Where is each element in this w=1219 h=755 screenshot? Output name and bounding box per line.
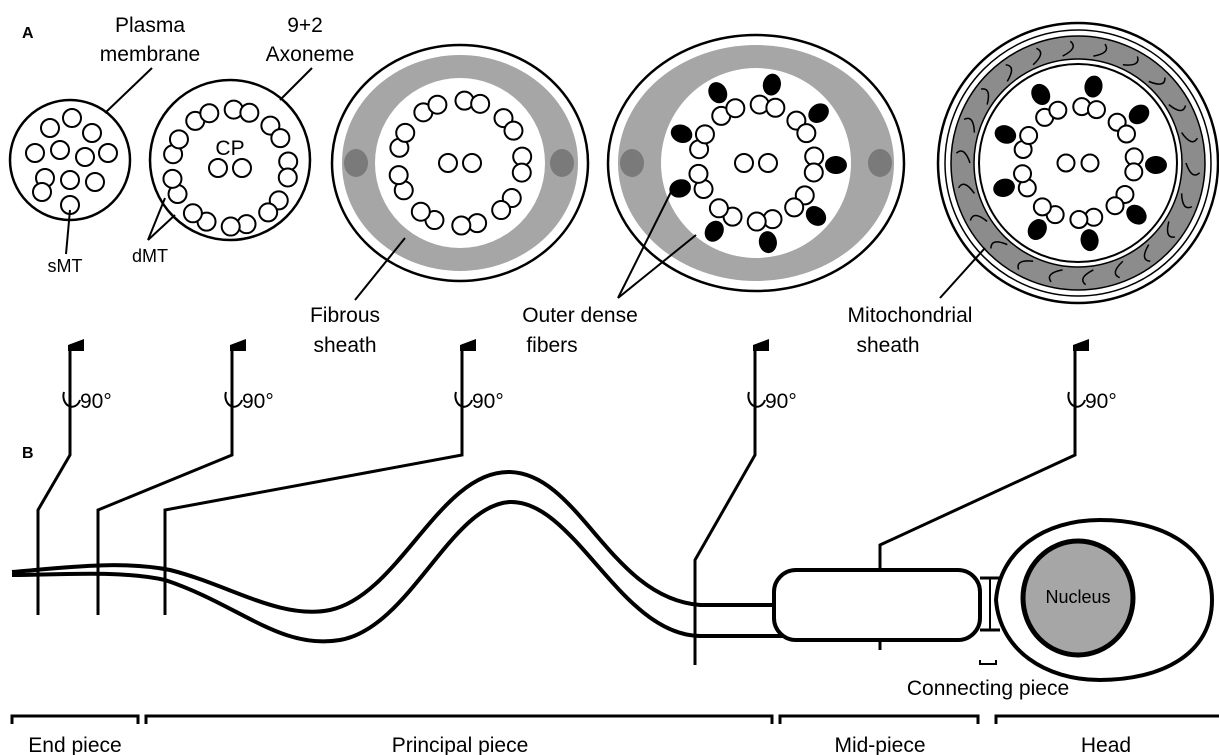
label-fibrous-sheath-line2: sheath	[313, 334, 376, 357]
microtubule	[83, 124, 101, 142]
longitudinal-column-left	[620, 149, 644, 177]
mid-piece-body	[774, 570, 1000, 640]
rotation-label-3: 90°	[472, 390, 504, 413]
segment-principal-piece: Principal piece	[392, 734, 529, 755]
rotation-label-2: 90°	[242, 390, 274, 413]
doublet-microtubule-b	[1118, 125, 1135, 142]
doublet-microtubule-b	[390, 166, 408, 184]
label-outer-dense-fibers-line1: Outer dense	[522, 304, 638, 327]
central-pair-microtubule	[233, 159, 251, 177]
connecting-piece-bracket	[980, 660, 996, 664]
microtubule	[33, 183, 51, 201]
label-axoneme-line1: 9+2	[287, 14, 323, 37]
label-mitochondrial-sheath-line1: Mitochondrial	[848, 304, 973, 327]
label-outer-dense-fibers-line2: fibers	[526, 334, 577, 357]
label-dmt: dMT	[132, 246, 168, 266]
central-pair-microtubule	[439, 154, 457, 172]
doublet-microtubule-b	[1107, 197, 1124, 214]
doublet-microtubule-b	[1070, 211, 1087, 228]
doublet-microtubule-b	[412, 203, 430, 221]
doublet-microtubule-b	[1049, 102, 1066, 119]
segment-brackets	[12, 716, 1219, 724]
microtubule	[76, 148, 94, 166]
doublet-microtubule-b	[163, 170, 181, 188]
doublet-microtubule-b	[710, 199, 728, 217]
doublet-microtubule-b	[785, 198, 803, 216]
cross-section-end-piece	[10, 100, 130, 220]
doublet-microtubule-b	[797, 124, 815, 142]
longitudinal-column-right	[550, 149, 574, 177]
central-pair-microtubule	[735, 154, 753, 172]
doublet-microtubule-b	[766, 99, 784, 117]
doublet-microtubule-b	[504, 122, 522, 140]
doublet-microtubule-b	[396, 124, 414, 142]
microtubule	[86, 173, 104, 191]
label-cp: CP	[215, 137, 244, 160]
doublet-microtubule-b	[200, 104, 218, 122]
rotation-label-5: 90°	[1085, 390, 1117, 413]
label-connecting-piece: Connecting piece	[907, 677, 1069, 700]
microtubule	[61, 171, 79, 189]
doublet-microtubule-b	[492, 201, 510, 219]
panel-label-b: B	[22, 445, 34, 462]
doublet-microtubule-b	[428, 96, 446, 114]
panel-label-a: A	[22, 25, 34, 42]
label-axoneme-line2: Axoneme	[266, 43, 355, 66]
segment-end-piece: End piece	[28, 734, 121, 755]
doublet-microtubule-b	[726, 99, 744, 117]
doublet-microtubule-b	[271, 129, 289, 147]
doublet-microtubule-b	[222, 218, 240, 236]
central-pair-microtubule	[209, 159, 227, 177]
doublet-microtubule-b	[513, 164, 531, 182]
doublet-microtubule-b	[279, 168, 297, 186]
doublet-microtubule-b	[1034, 198, 1051, 215]
label-smt: sMT	[48, 256, 83, 276]
doublet-microtubule-b	[471, 95, 489, 113]
rotation-label-1: 90°	[80, 390, 112, 413]
microtubule	[26, 144, 44, 162]
doublet-microtubule-b	[1088, 101, 1105, 118]
segment-head: Head	[1081, 734, 1131, 755]
label-nucleus: Nucleus	[1045, 587, 1110, 607]
doublet-microtubule-b	[170, 130, 188, 148]
doublet-microtubule-b	[240, 104, 258, 122]
label-mitochondrial-sheath-line2: sheath	[856, 334, 919, 357]
doublet-microtubule-b	[1020, 127, 1037, 144]
longitudinal-column-left	[344, 149, 368, 177]
doublet-microtubule-b	[184, 204, 202, 222]
longitudinal-column-right	[868, 149, 892, 177]
doublet-microtubule-b	[1125, 163, 1142, 180]
microtubule	[51, 141, 69, 159]
cross-section-mitochondrial-sheath	[938, 23, 1218, 303]
doublet-microtubule-b	[805, 163, 823, 181]
microtubule	[41, 119, 59, 137]
central-pair-microtubule	[463, 154, 481, 172]
rotation-label-4: 90°	[765, 390, 797, 413]
microtubule	[63, 109, 81, 127]
doublet-microtubule-b	[1014, 165, 1031, 182]
doublet-microtubule-b	[748, 213, 766, 231]
segment-mid-piece: Mid-piece	[834, 734, 925, 755]
microtubule	[99, 144, 117, 162]
label-plasma-membrane-line1: Plasma	[115, 14, 185, 37]
central-pair-microtubule	[759, 154, 777, 172]
central-pair-microtubule	[1082, 155, 1099, 172]
doublet-microtubule-b	[689, 165, 707, 183]
label-fibrous-sheath-line1: Fibrous	[310, 304, 380, 327]
cross-section-outer-dense-fibers	[608, 35, 904, 291]
central-pair-microtubule	[1058, 155, 1075, 172]
cross-section-fibrous-sheath	[332, 45, 588, 281]
doublet-microtubule-b	[452, 217, 470, 235]
doublet-microtubule-b	[259, 203, 277, 221]
label-plasma-membrane-line2: membrane	[100, 43, 200, 66]
rotation-indicators	[63, 392, 1085, 407]
doublet-microtubule-b	[696, 125, 714, 143]
